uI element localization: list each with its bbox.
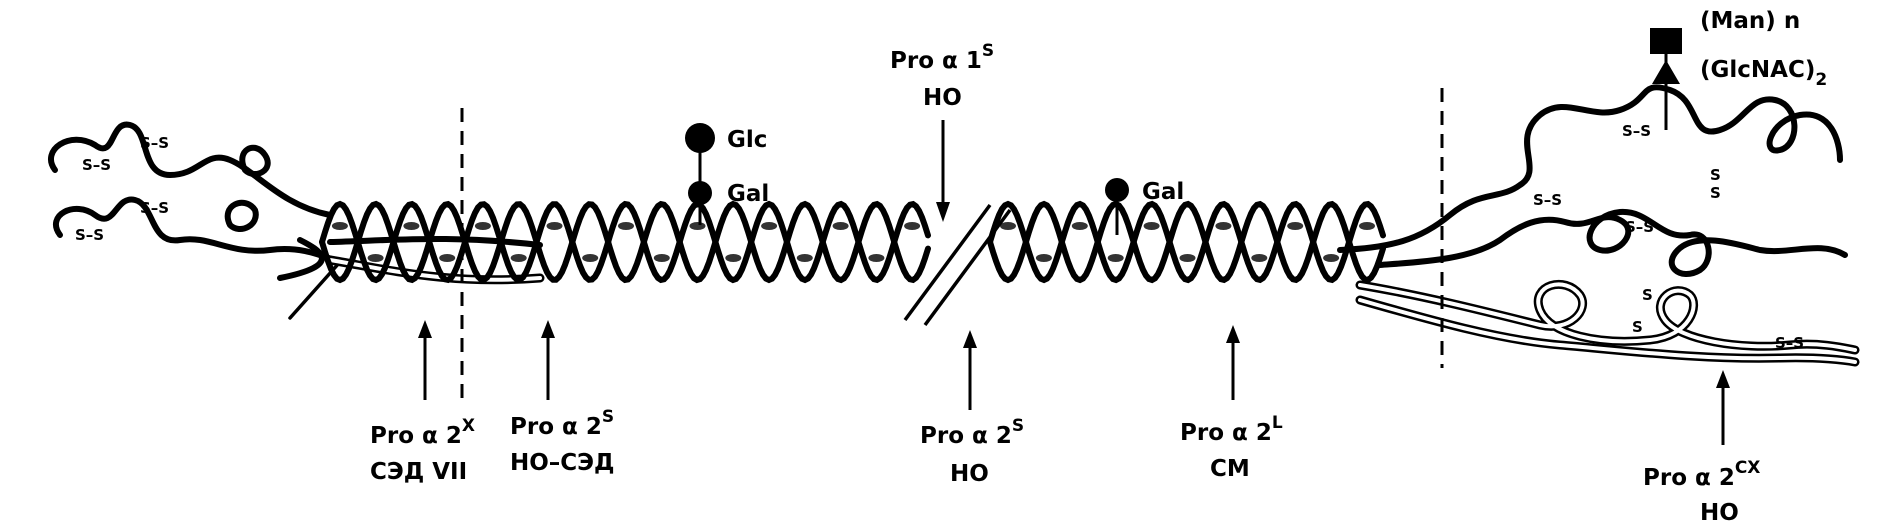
c-propeptide: S–S S–S S–S S S S S S–S [1337, 84, 1860, 367]
svg-text:Pro α 1S: Pro α 1S [890, 41, 994, 74]
disulfide-bond-label: S [1710, 166, 1721, 184]
disulfide-bond-label: S–S [1775, 334, 1804, 352]
svg-text:СМ: СМ [1210, 456, 1250, 482]
svg-text:НО: НО [950, 461, 989, 487]
mannose-glcnac-oligosaccharide: (Man) n (GlcNAC)2 [1650, 8, 1827, 130]
disulfide-bond-label: S–S [140, 199, 169, 217]
triple-helix-left [319, 200, 931, 284]
mutation-label-l: Pro α 2L СМ [1180, 413, 1283, 482]
gal-monosaccharide: Gal [1105, 178, 1184, 235]
svg-text:Pro α 2X: Pro α 2X [370, 416, 475, 449]
mutation-label-cx: Pro α 2CX НО [1643, 458, 1760, 526]
disulfide-bond-label: S–S [1622, 122, 1651, 140]
glcnac-label: (GlcNAC)2 [1700, 57, 1827, 90]
glc-label: Glc [727, 127, 767, 153]
svg-text:СЭД VII: СЭД VII [370, 459, 467, 485]
disulfide-bond-label: S [1632, 318, 1643, 336]
svg-text:Pro α 2S: Pro α 2S [510, 407, 614, 440]
svg-text:Pro α 2CX: Pro α 2CX [1643, 458, 1760, 491]
disulfide-bond-label: S [1710, 184, 1721, 202]
man-n-label: (Man) n [1700, 8, 1800, 34]
svg-text:Pro α 2L: Pro α 2L [1180, 413, 1283, 446]
svg-text:НО: НО [1700, 500, 1739, 526]
mutation-label-s2: Pro α 2S НО [920, 416, 1024, 487]
mutation-label-s1: Pro α 2S НО–СЭД [510, 407, 615, 476]
disulfide-bond-label: S–S [1533, 191, 1562, 209]
glc-gal-disaccharide: Glc Gal [685, 123, 769, 225]
n-propeptide: S–S S–S S–S S–S [48, 121, 343, 320]
disulfide-bond-label: S–S [1625, 218, 1654, 236]
svg-text:НО: НО [923, 85, 962, 111]
svg-text:Pro α 2S: Pro α 2S [920, 416, 1024, 449]
mutation-label-x: Pro α 2X СЭД VII [370, 416, 475, 485]
mutation-label-top: Pro α 1S НО [890, 41, 994, 111]
gal-label-left: Gal [727, 181, 769, 207]
disulfide-bond-label: S [1642, 286, 1653, 304]
triple-helix-right [987, 200, 1386, 284]
gal-label-right: Gal [1142, 179, 1184, 205]
mutation-arrows [418, 120, 1730, 445]
disulfide-bond-label: S–S [82, 156, 111, 174]
disulfide-bond-label: S–S [75, 226, 104, 244]
disulfide-bond-label: S–S [140, 134, 169, 152]
svg-text:НО–СЭД: НО–СЭД [510, 450, 615, 476]
